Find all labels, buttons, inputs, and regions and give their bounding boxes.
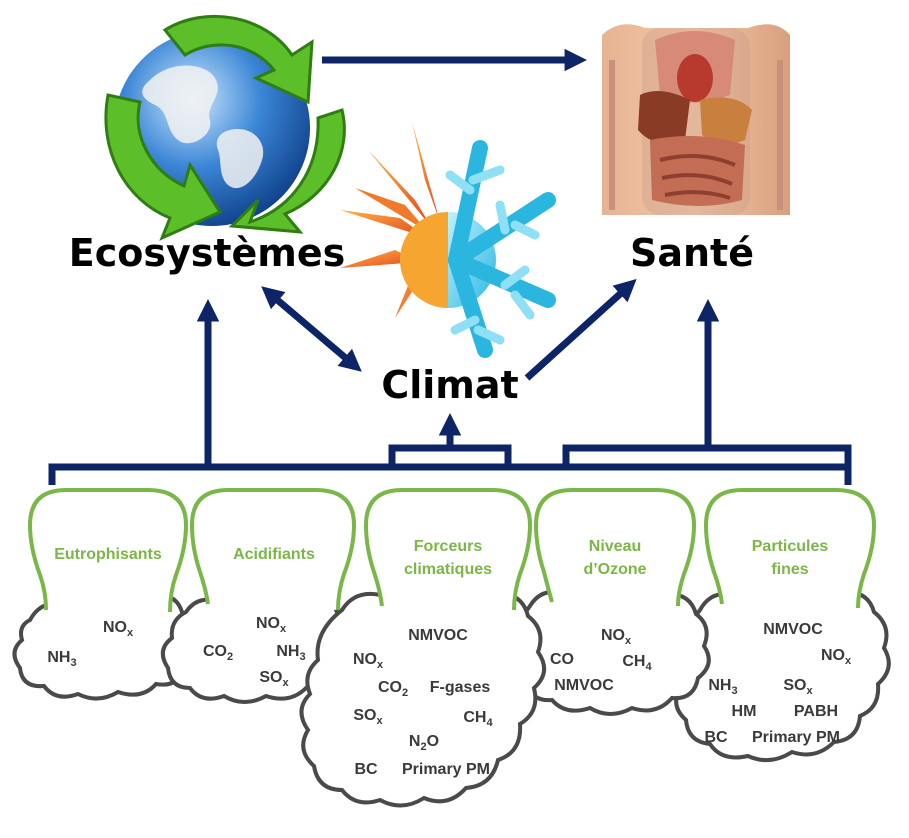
human-anatomy-icon [602, 24, 790, 216]
pollutant-label: CO2 [203, 643, 233, 663]
pollutant-label: BC [354, 761, 378, 778]
recycling-globe-icon [104, 14, 346, 241]
category-tab-acidifiants [189, 488, 357, 611]
pollutant-label: SOx [259, 669, 289, 689]
category-tab-ozone [533, 488, 697, 607]
pollutant-label: NMVOC [763, 621, 823, 638]
pollutant-label: NOx [353, 651, 384, 671]
category-title-line: fines [771, 561, 808, 578]
bottom-connector-bar [48, 463, 852, 485]
pollutant-label: NH3 [276, 643, 305, 663]
climate-to-health-arrow [524, 278, 637, 381]
pollutant-label: CO2 [378, 679, 408, 699]
pollutant-label: N2O [409, 733, 439, 753]
node-health-label: Santé [630, 231, 754, 275]
category-title-line: Niveau [589, 538, 641, 555]
pollutant-label: NOx [821, 647, 852, 667]
pollutant-label: Primary PM [752, 729, 840, 746]
pollutant-label: Primary PM [402, 761, 490, 778]
node-ecosystems-label: Ecosystèmes [69, 231, 346, 275]
pollutant-label: SOx [353, 707, 383, 727]
climate-connector-bracket [388, 444, 512, 467]
pollutant-label: NMVOC [408, 627, 468, 644]
category-tab-forceurs [363, 488, 533, 611]
sun-snowflake-icon [340, 122, 556, 358]
pollutant-label: CH4 [463, 709, 493, 729]
category-tab-eutrophisants [27, 488, 189, 613]
pollutant-label: PABH [794, 703, 838, 720]
category-title-line: climatiques [404, 561, 492, 578]
category-title-line: Eutrophisants [54, 546, 162, 563]
category-title-line: Acidifiants [233, 546, 315, 563]
ecosystems-climate-arrow [261, 286, 362, 372]
pollutant-label: BC [704, 729, 728, 746]
category-tab-particules [703, 488, 877, 609]
pollutant-label: F-gases [430, 679, 491, 696]
category-title-line: Forceurs [414, 538, 483, 555]
pollutant-label: CO [550, 651, 574, 668]
pollutant-label: NH3 [708, 677, 737, 697]
health-connector-bracket [562, 444, 852, 467]
pollutant-label: CH4 [622, 653, 652, 673]
category-titles: Eutrophisants Acidifiants Forceurs climatiq… [54, 538, 828, 578]
node-climate-label: Climat [381, 363, 518, 407]
pollutant-label: SOx [783, 677, 813, 697]
pollutant-label: NOx [103, 619, 134, 639]
category-title-line: Particules [752, 538, 829, 555]
pollutant-label: NH3 [47, 649, 76, 669]
pollutant-label: NMVOC [554, 677, 614, 694]
pollutant-label: HM [732, 703, 757, 720]
pollutant-label: NOx [601, 627, 632, 647]
pollutant-label: NOx [256, 615, 287, 635]
category-title-line: d’Ozone [583, 561, 646, 578]
